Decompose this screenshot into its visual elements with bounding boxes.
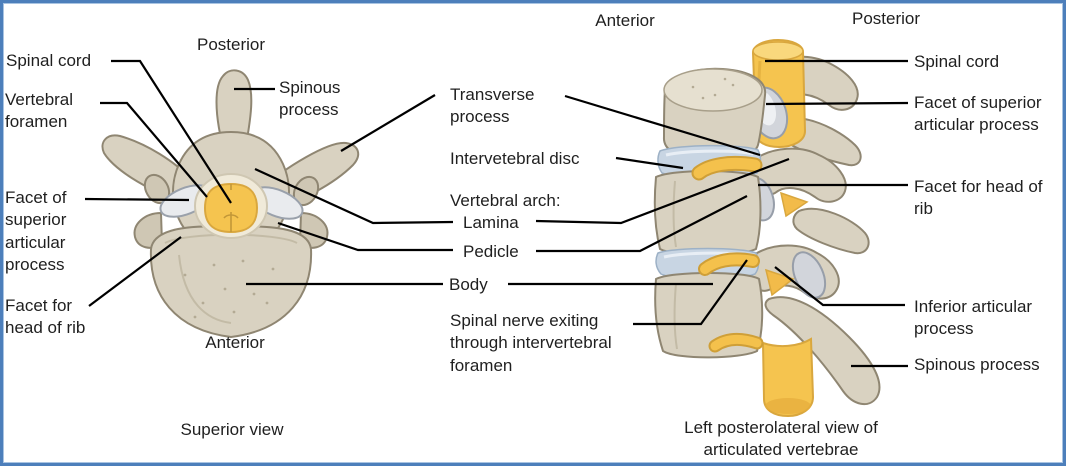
body-stipple [691,77,735,100]
line-spinal-cord-left [111,59,232,204]
line-intervertebral-disc [615,156,684,170]
line-lamina-to-right [535,157,790,225]
v2-spinous-knob [792,207,870,255]
bone-stipple [183,259,275,319]
articulated-view-illustration [653,38,881,418]
body-1-top-surface [663,68,763,112]
label-spinous-right: Spinous process [914,355,1040,374]
label-spinous-left: Spinous process [279,78,341,120]
label-transverse-process: Transverse process [450,85,535,127]
exiting-spinal-nerves [691,155,764,353]
label-facet-rib-right: Facet for head of rib [914,177,1043,219]
label-facet-superior-left: Facet of superior articular process [5,188,67,275]
label-spinal-nerve: Spinal nerve exiting through interverteb… [450,311,612,375]
illustration-canvas [84,38,909,418]
left-transverse-process-left-wing [101,134,195,203]
label-intervertebral-disc: Intervetebral disc [450,149,580,168]
caption-posterolateral-view: Left posterolateral view of articulated … [684,418,878,460]
direction-anterior-right-view: Anterior [595,11,655,30]
label-inferior-articular: Inferior articular process [914,297,1033,339]
label-vertebral-foramen: Vertebral foramen [5,90,74,132]
direction-posterior-left: Posterior [196,35,266,54]
line-lamina-to-left [254,167,454,225]
caption-superior-view: Superior view [180,420,284,439]
line-facet-superior-left [84,197,190,202]
label-lamina: Lamina [463,213,519,232]
label-facet-rib-left: Facet for head of rib [5,296,86,338]
leader-lines [84,59,909,368]
line-vertebral-foramen [100,101,208,198]
cord-bottom-shade [765,398,811,414]
direction-anterior-left: Anterior [205,333,265,352]
label-vertebral-arch: Vertebral arch: [450,191,561,210]
line-pedicle-to-left [277,221,453,252]
label-spinal-cord-right: Spinal cord [914,52,1000,71]
line-transverse-to-right [564,94,761,157]
left-vertebral-body [149,225,313,339]
direction-posterior-right: Posterior [851,9,921,28]
cord-fissure [223,184,239,232]
v3-long-spinous-process [764,296,881,406]
line-facet-rib-left [88,236,182,307]
label-spinal-cord-left: Spinal cord [6,51,92,70]
cord-cut-surface [752,41,804,61]
label-body: Body [449,275,488,294]
line-spinal-nerve [633,259,748,326]
line-pedicle-to-right [536,195,748,253]
label-pedicle: Pedicle [463,242,519,261]
body-2 [653,170,762,256]
line-inferior-articular [774,266,905,307]
label-facet-superior-right: Facet of superior articular process [914,93,1042,135]
line-facet-superior-right [765,101,909,106]
line-transverse-to-left [340,94,436,152]
